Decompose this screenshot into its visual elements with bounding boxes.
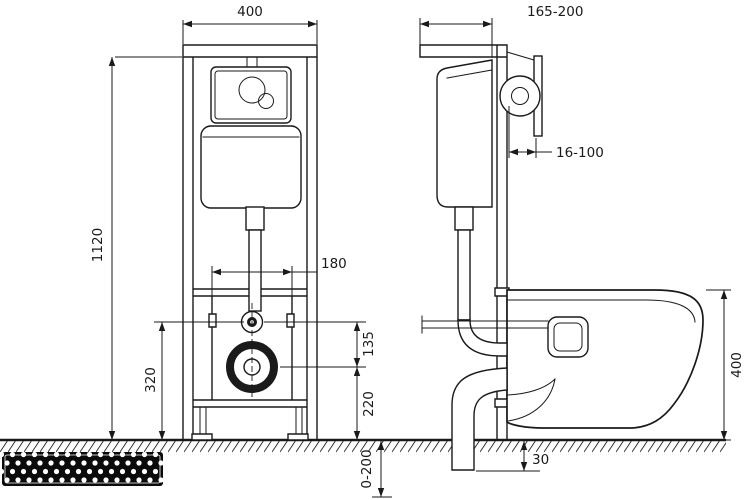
frame-feet-legs: [199, 406, 303, 435]
flush-pipe-front: [248, 229, 262, 312]
dim-label-bowl-height: 400: [729, 352, 745, 378]
arrow-down-icon: [353, 358, 361, 367]
dim-frame-height: 1120: [90, 56, 182, 440]
arrow-right-icon: [308, 20, 317, 28]
dim-lines: [154, 321, 244, 440]
flush-pipe-coupling-front: [245, 206, 265, 231]
dim-lines: [419, 18, 493, 58]
dim-floor-buildup: 0-200: [359, 441, 392, 498]
arrow-up-icon: [158, 322, 166, 331]
side-view: [419, 44, 704, 471]
flush-pipe-side: [457, 229, 471, 321]
floor: [0, 438, 726, 486]
dim-label-outlet-height: 220: [361, 391, 377, 417]
dim-label-floor-buildup: 0-200: [359, 449, 375, 488]
arrow-up-icon: [353, 322, 361, 331]
dim-lines: [211, 266, 317, 314]
dim-label-frame-height: 1120: [90, 228, 106, 262]
dim-drain-offset: 30: [476, 441, 549, 472]
dim-label-frame-width: 400: [237, 4, 263, 20]
bowl-spud: [547, 316, 589, 358]
drain-grate-holes: [2, 452, 163, 486]
dim-lines: [264, 321, 366, 368]
dim-bowl-height: 400: [706, 289, 745, 441]
bowl-spud-inner: [553, 322, 583, 352]
wall-bracket-disc-inner: [511, 87, 529, 105]
cistern-side: [436, 59, 493, 208]
flush-elbow-side: [457, 319, 508, 357]
arrow-down-icon: [108, 431, 116, 440]
dim-inlet-to-outlet: 135: [264, 321, 377, 368]
arrow-right-icon: [283, 268, 292, 276]
arrow-down-icon: [720, 431, 728, 440]
frame-feet-bases: [191, 433, 309, 441]
dim-lines: [111, 56, 182, 440]
dim-bracket-range: 16-100: [508, 106, 604, 161]
frame-rail-side: [419, 44, 508, 441]
dim-label-inlet-to-outlet: 135: [361, 331, 377, 357]
dim-frame-width: 400: [182, 4, 318, 44]
dim-outlet-height: 220: [353, 367, 377, 440]
arrow-down-icon: [158, 431, 166, 440]
cistern-side-wall-line: [446, 69, 493, 79]
arrow-left-icon: [420, 20, 429, 28]
arrow-down-icon: [520, 462, 528, 471]
arrow-left-icon: [509, 148, 518, 156]
arrow-down-icon: [377, 488, 385, 497]
dim-label-fixing-spacing: 180: [321, 256, 347, 272]
arrow-up-icon: [108, 57, 116, 66]
arrow-left-icon: [183, 20, 192, 28]
dimensions: 400 165-200 1120 180 320: [90, 4, 745, 498]
cistern-front: [200, 125, 302, 209]
toilet-bowl-side: [506, 289, 704, 429]
arrow-up-icon: [720, 290, 728, 299]
flush-plate-conduit: [246, 56, 258, 68]
flush-button-small: [258, 93, 274, 109]
dim-lines: [372, 441, 392, 498]
flush-plate: [210, 66, 292, 124]
arrow-up-icon: [353, 367, 361, 376]
floor-drain-grate: [2, 452, 163, 486]
dim-inlet-height: 320: [143, 321, 244, 440]
dim-lines: [706, 289, 731, 441]
dim-install-depth: 165-200: [419, 4, 583, 58]
wall-bracket-disc: [499, 75, 541, 117]
arrow-right-icon: [483, 20, 492, 28]
dim-label-drain-offset: 30: [532, 452, 549, 468]
flush-plate-inner: [214, 70, 288, 120]
arrow-right-icon: [527, 148, 536, 156]
arrow-down-icon: [353, 431, 361, 440]
dim-fixing-spacing: 180: [211, 256, 347, 314]
dim-label-bracket-range: 16-100: [556, 145, 604, 161]
dim-label-install-depth: 165-200: [527, 4, 583, 20]
front-view: [182, 44, 318, 441]
dim-lines: [182, 20, 318, 44]
fixing-rods-side: [421, 315, 549, 334]
dim-label-inlet-height: 320: [143, 367, 159, 393]
flush-pipe-coupling-side: [454, 206, 474, 231]
arrow-left-icon: [212, 268, 221, 276]
ground-hatching: [0, 441, 726, 452]
waste-elbow-side: [451, 367, 508, 471]
bowl-seat-line: [506, 299, 696, 323]
bowl-trap-lines: [507, 378, 556, 422]
flush-button-large: [238, 76, 266, 104]
